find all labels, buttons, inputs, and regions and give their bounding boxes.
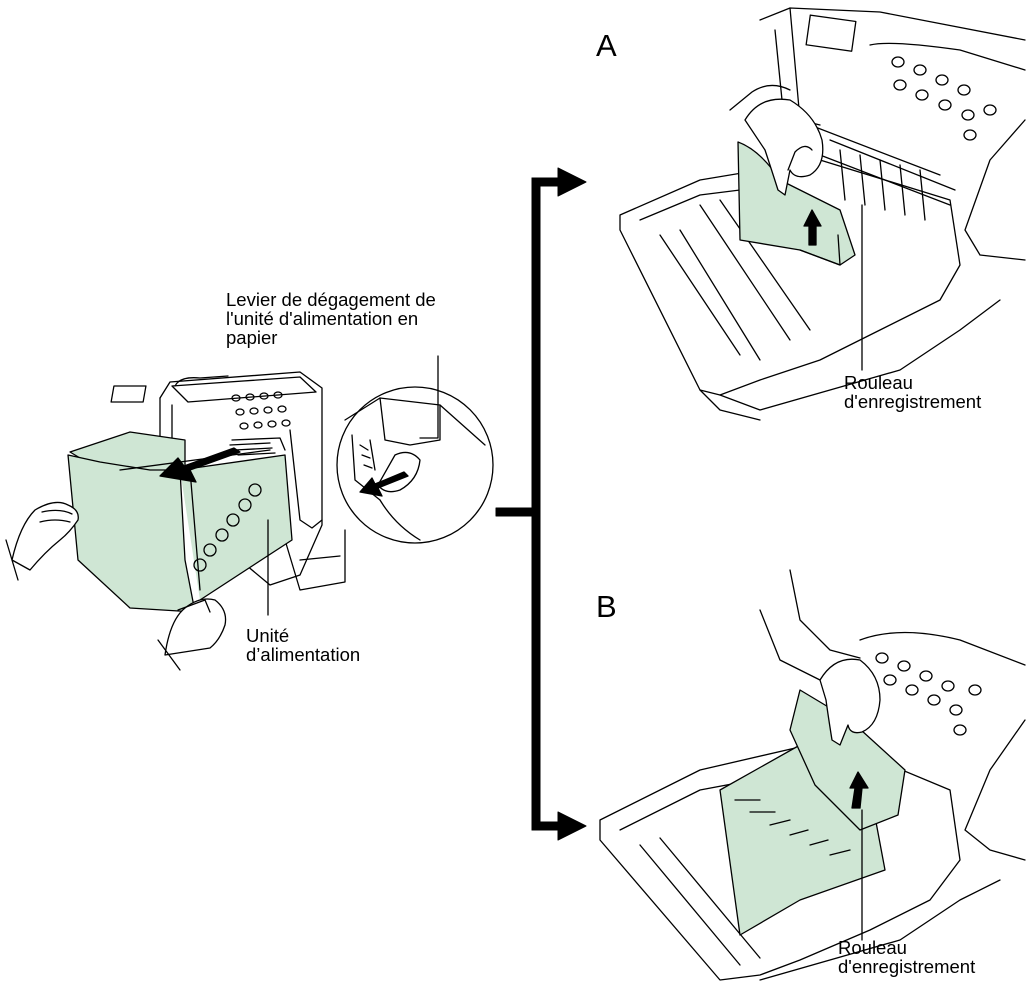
- release-lever-label: Levier de dégagement de l'unité d'alimen…: [226, 289, 436, 348]
- panel-b-label: B: [596, 589, 617, 624]
- right-hand: [164, 598, 227, 656]
- lever-arrow: [359, 471, 409, 497]
- registration-roller-label-b: Rouleau d'enregistrement: [838, 937, 976, 977]
- control-panel-buttons: [231, 391, 291, 430]
- registration-roller-label-a: Rouleau d'enregistrement: [844, 372, 982, 412]
- feed-unit-label: Unité d’alimentation: [246, 625, 361, 665]
- illustration-b: [599, 569, 1026, 981]
- buttons-b: [875, 652, 982, 736]
- lift-arrow-a: [803, 209, 822, 246]
- hand-b: [819, 658, 881, 746]
- left-hand: [11, 501, 79, 571]
- branch-bracket: [495, 167, 587, 841]
- printer-left-illustration: [5, 355, 494, 671]
- pull-direction-arrow: [159, 447, 241, 483]
- panel-a-label: A: [596, 28, 617, 63]
- lift-arrow-b: [849, 771, 869, 809]
- hand-a: [744, 98, 824, 196]
- lever-pointer-line: [419, 355, 439, 439]
- illustration-a: [619, 7, 1026, 421]
- buttons-a: [891, 56, 997, 141]
